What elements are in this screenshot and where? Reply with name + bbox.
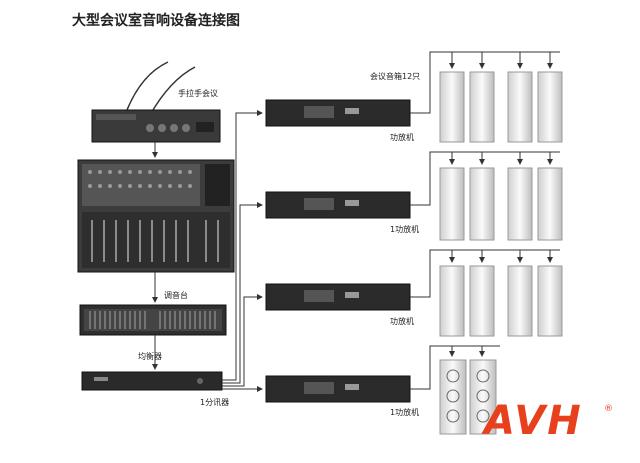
- amp1-label: 功放机: [390, 133, 414, 142]
- speaker-row-3: [439, 265, 563, 337]
- speaker-row-4: [439, 359, 497, 435]
- mic-label: 手拉手会议: [178, 89, 218, 98]
- equalizer-label: 均衡器: [138, 352, 162, 361]
- amp4-label: 1功放机: [390, 408, 420, 417]
- diagram-title: 大型会议室音响设备连接图: [72, 13, 240, 29]
- amplifier-3: [265, 283, 411, 311]
- mixer-label: 调音台: [164, 291, 188, 300]
- avh-registered-mark: ®: [604, 404, 613, 414]
- amplifier-4: [265, 375, 411, 403]
- divider-label: 1分讯器: [200, 398, 230, 407]
- graphic-equalizer: [79, 304, 227, 336]
- amplifier-1: [265, 99, 411, 127]
- conference-mic-unit: [91, 61, 221, 143]
- speaker-row-2: [439, 167, 563, 241]
- amp2-label: 1功放机: [390, 225, 420, 234]
- mixing-console: [77, 159, 235, 273]
- amp3-label: 功放机: [390, 317, 414, 326]
- divider-to-amps-wiring: [222, 110, 263, 392]
- avh-logo: AVH: [484, 398, 583, 444]
- signal-divider: [81, 371, 223, 391]
- amp-to-speaker-wiring: [410, 51, 560, 390]
- amplifier-2: [265, 191, 411, 219]
- speakers-label: 会议音箱12只: [370, 72, 421, 81]
- speaker-row-1: [439, 71, 563, 143]
